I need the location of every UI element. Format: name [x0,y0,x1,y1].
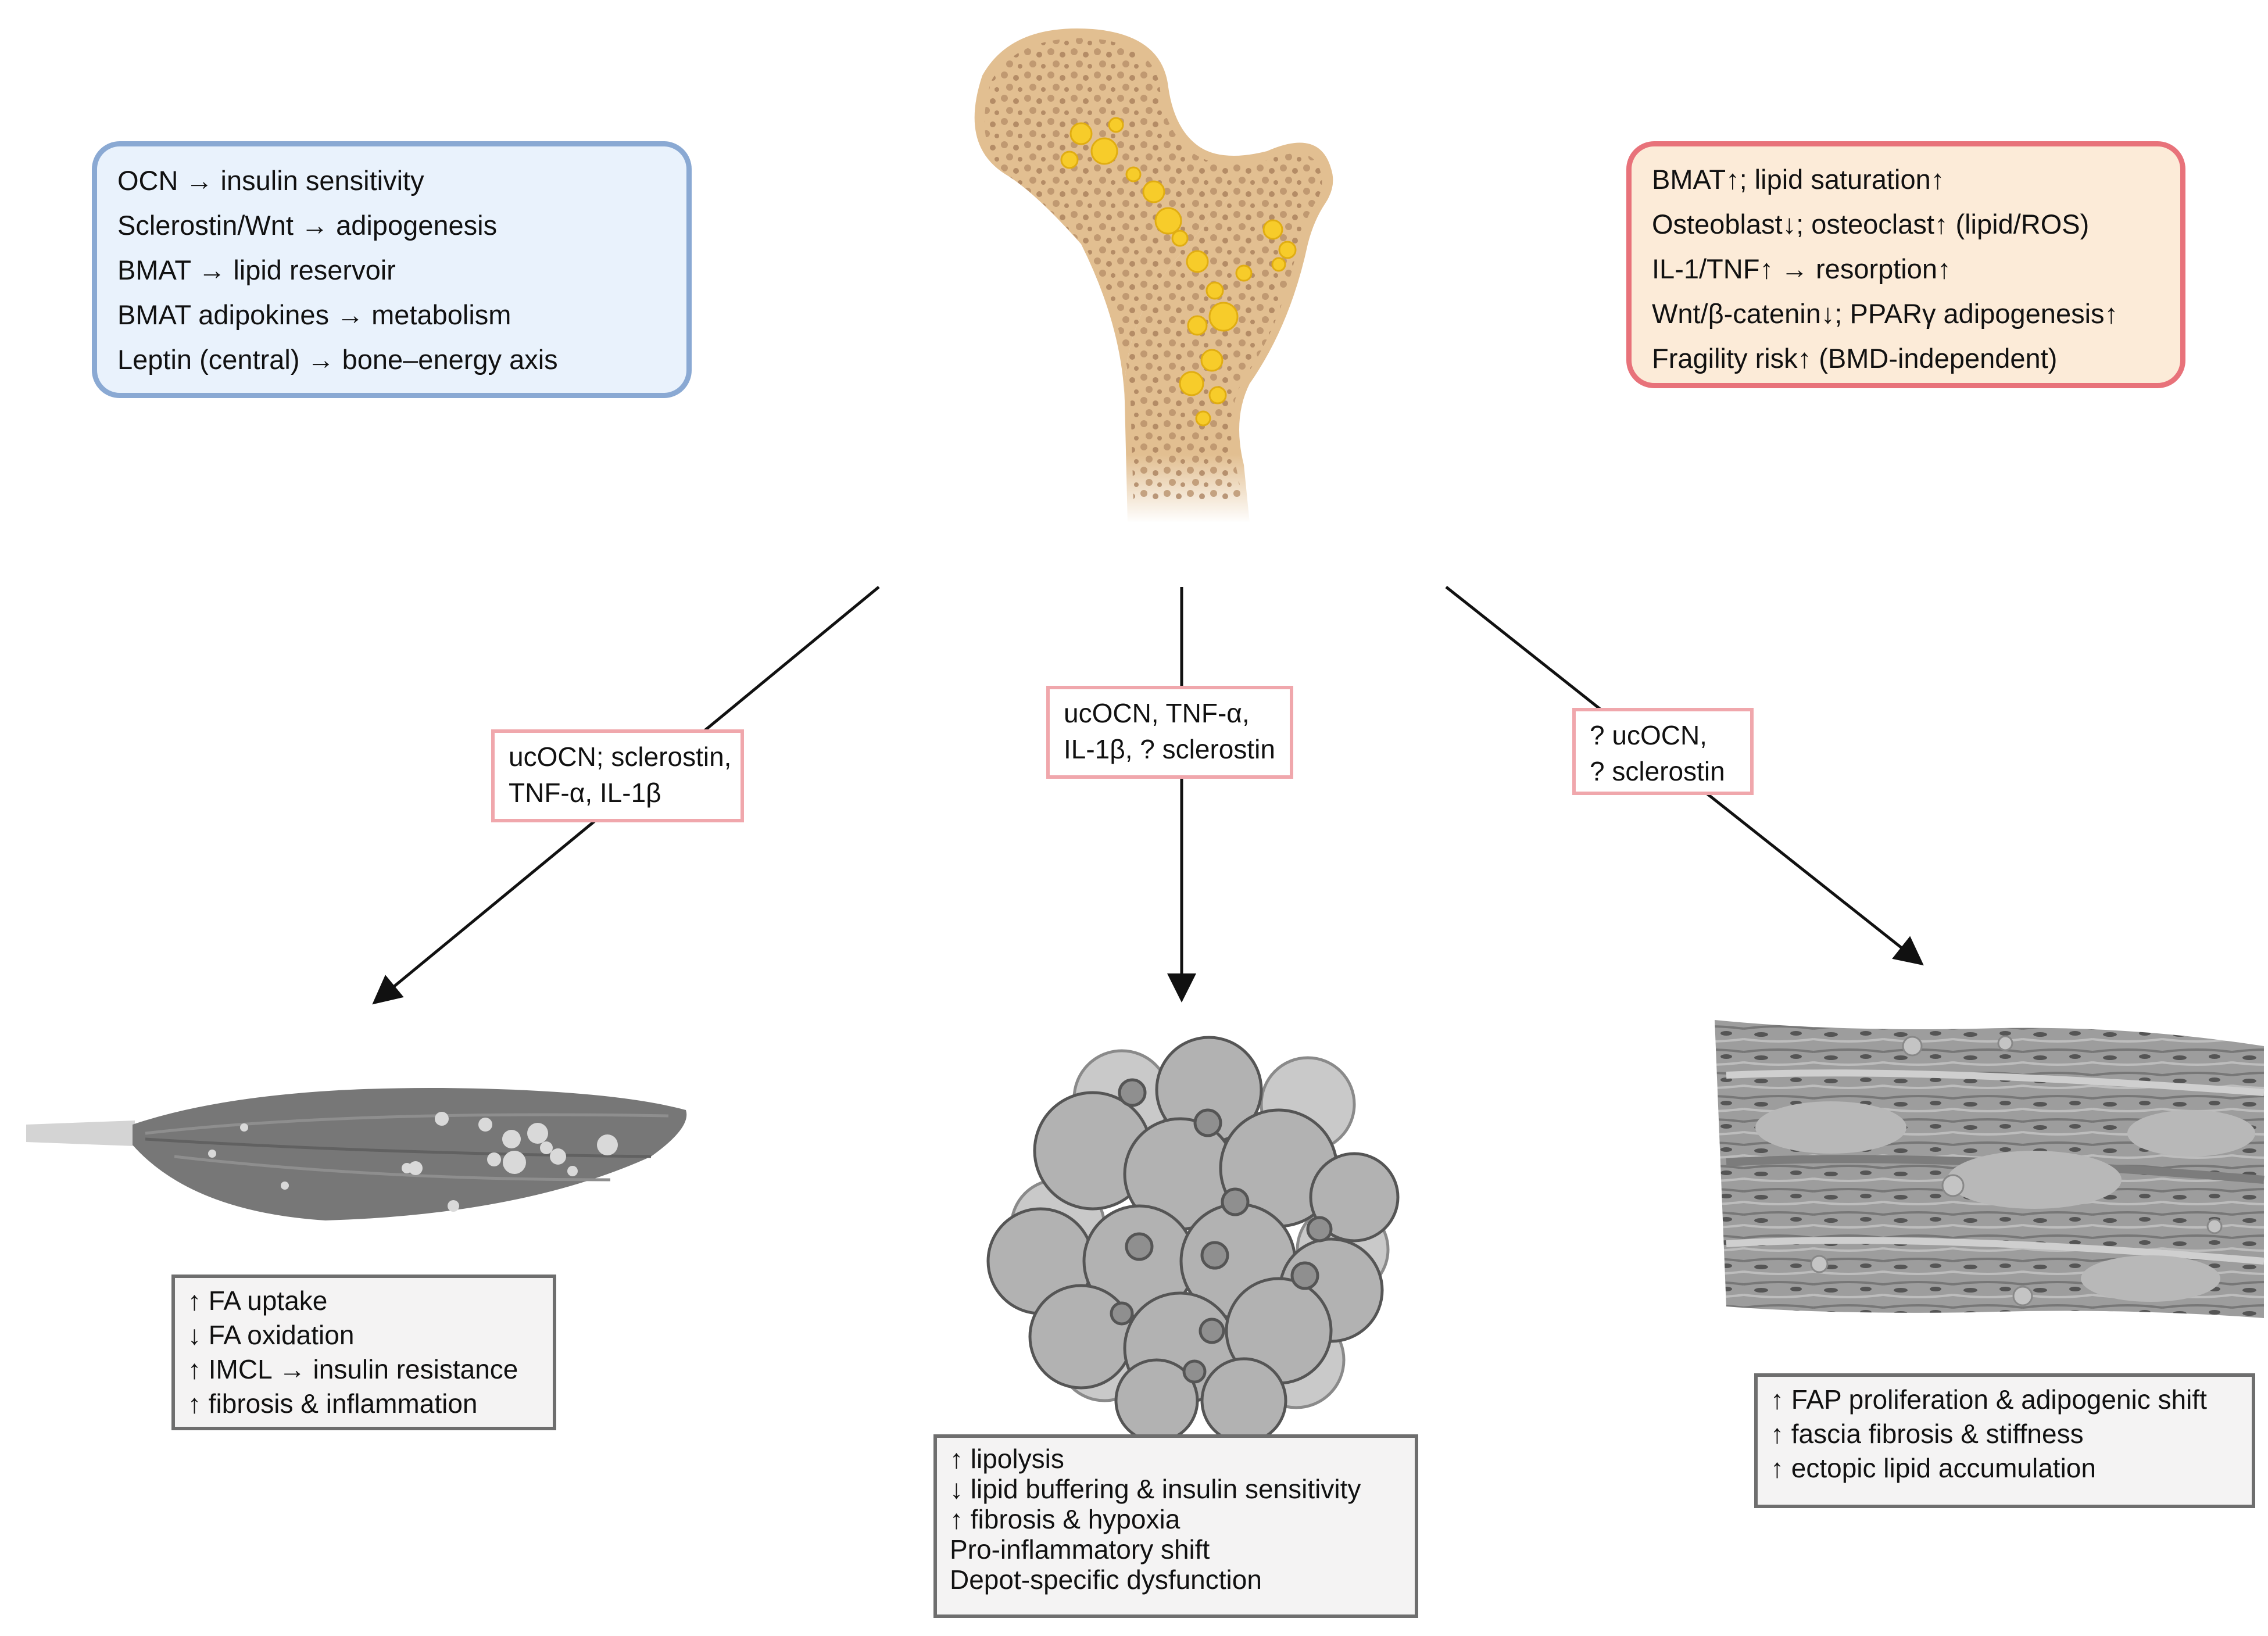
effect-adipose-line-3: ↑ fibrosis & hypoxia [950,1504,1180,1534]
signal-adipose-line-2: IL-1β, ? sclerostin [1064,734,1275,764]
effect-muscle-line-1: ↑ FA uptake [188,1286,328,1316]
effect-box-adipose: ↑ lipolysis ↓ lipid buffering & insulin … [933,1434,1418,1618]
effect-fascia-line-2: ↑ fascia fibrosis & stiffness [1770,1419,2084,1449]
effect-adipose-line-2: ↓ lipid buffering & insulin sensitivity [950,1474,1361,1504]
effect-adipose-line-1: ↑ lipolysis [950,1444,1064,1474]
bone-line-4: BMAT adipokines → metabolism [117,299,511,330]
bone-pathology-box: BMAT↑; lipid saturation↑ Osteoblast↓; os… [1626,141,2185,388]
effect-muscle-line-2: ↓ FA oxidation [188,1320,355,1350]
bone-line-2: Sclerostin/Wnt → adipogenesis [117,210,498,241]
effect-box-muscle: ↑ FA uptake ↓ FA oxidation ↑ IMCL → insu… [171,1275,556,1430]
effect-muscle-line-4: ↑ fibrosis & inflammation [188,1388,478,1419]
bone-line-3: BMAT → lipid reservoir [117,255,396,285]
effect-adipose-line-5: Depot-specific dysfunction [950,1565,1262,1595]
fascia-tissue-icon [1715,1020,2265,1318]
effect-muscle-line-3: ↑ IMCL → insulin resistance [188,1354,518,1384]
pathology-line-1: BMAT↑; lipid saturation↑ [1652,164,1945,195]
pathology-line-3: IL-1/TNF↑ → resorption↑ [1652,253,1951,284]
effect-fascia-line-1: ↑ FAP proliferation & adipogenic shift [1770,1384,2207,1415]
muscle-icon [26,1087,687,1220]
signal-box-muscle: ucOCN; sclerostin, TNF-α, IL-1β [491,729,744,822]
femur-icon [974,28,1333,524]
pathology-line-2: Osteoblast↓; osteoclast↑ (lipid/ROS) [1652,209,2090,239]
signal-muscle-line-1: ucOCN; sclerostin, [509,742,732,772]
effect-adipose-line-4: Pro-inflammatory shift [950,1534,1210,1565]
bone-line-5: Leptin (central) → bone–energy axis [117,344,558,375]
effect-box-fascia: ↑ FAP proliferation & adipogenic shift ↑… [1754,1373,2255,1508]
adipose-tissue-icon [986,1036,1400,1444]
signal-box-fascia: ? ucOCN, ? sclerostin [1572,708,1754,795]
signal-adipose-line-1: ucOCN, TNF-α, [1064,698,1250,728]
bone-physiology-box: OCN → insulin sensitivity Sclerostin/Wnt… [92,141,692,398]
signal-muscle-line-2: TNF-α, IL-1β [509,778,661,808]
pathology-line-5: Fragility risk↑ (BMD-independent) [1652,343,2058,374]
bone-line-1: OCN → insulin sensitivity [117,165,424,196]
pathology-line-4: Wnt/β-catenin↓; PPARγ adipogenesis↑ [1652,298,2119,329]
signal-fascia-line-1: ? ucOCN, [1590,720,1707,750]
effect-fascia-line-3: ↑ ectopic lipid accumulation [1770,1453,2096,1483]
signal-fascia-line-2: ? sclerostin [1590,756,1725,786]
signal-box-adipose: ucOCN, TNF-α, IL-1β, ? sclerostin [1046,686,1293,779]
